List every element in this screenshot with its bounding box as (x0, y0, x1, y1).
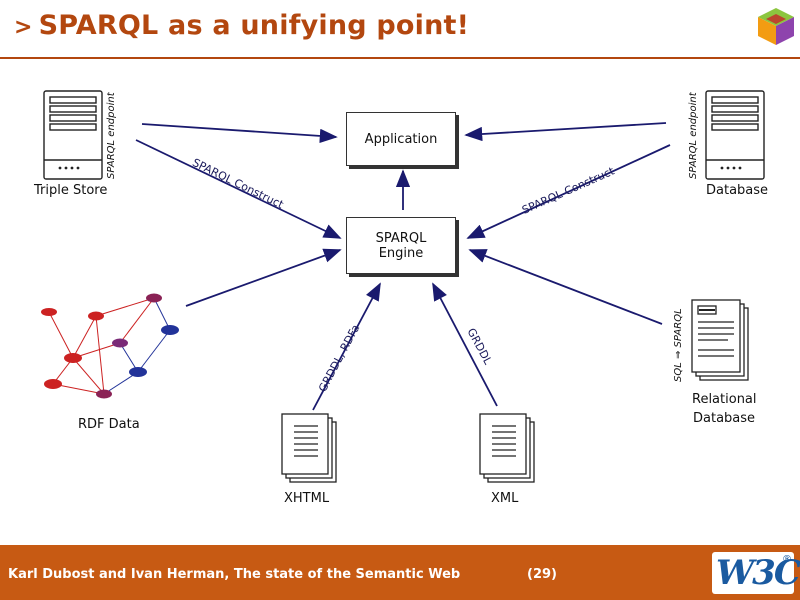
xml-document-icon (479, 413, 535, 483)
arrow-xhtml-engine (312, 282, 381, 411)
diagram: Application SPARQL Engine Triple Store D… (0, 60, 800, 545)
arrow-database-engine (466, 144, 671, 239)
sparql-engine-label-line2: Engine (378, 245, 424, 261)
xml-label: XML (491, 491, 519, 506)
triple-store-endpoint-tag: SPARQL endpoint (106, 92, 117, 179)
title-prefix: > (14, 15, 33, 40)
footer: Karl Dubost and Ivan Herman, The state o… (0, 545, 800, 600)
footer-credit: Karl Dubost and Ivan Herman, The state o… (8, 567, 461, 582)
w3c-cube-icon (758, 8, 794, 45)
title-bar: >SPARQL as a unifying point! (0, 0, 800, 58)
triple-store-server-icon (43, 90, 103, 180)
xhtml-document-icon (281, 413, 337, 483)
application-box: Application (346, 112, 456, 166)
application-label: Application (364, 131, 438, 147)
triple-store-label: Triple Store (34, 183, 108, 198)
rdf-graph-icon (41, 293, 179, 399)
arrow-triplestore-app (141, 123, 338, 144)
database-endpoint-tag: SPARQL endpoint (688, 92, 699, 179)
arrow-database-app (464, 122, 667, 142)
relational-database-label-line2: Database (693, 411, 756, 426)
w3c-registered-mark: ® (782, 554, 792, 565)
arrow-xml-engine (432, 282, 498, 407)
relational-sql-tag: SQL ⇒ SPARQL (673, 308, 684, 382)
database-server-icon (705, 90, 765, 180)
arrow-relational-engine (468, 249, 663, 325)
diagram-canvas (41, 90, 765, 483)
title-rule (0, 57, 800, 59)
sparql-engine-box: SPARQL Engine (346, 217, 456, 274)
footer-page-number: (29) (527, 567, 557, 582)
w3c-logo[interactable]: W3C ® (712, 552, 800, 594)
arrow-triplestore-engine (135, 139, 342, 239)
arrow-rdf-engine (185, 248, 342, 307)
w3c-logo-text: W3C (716, 553, 800, 593)
database-label: Database (706, 183, 769, 198)
slide-title-text: SPARQL as a unifying point! (38, 10, 470, 41)
relational-database-icon (691, 299, 749, 381)
relational-database-label-line1: Relational (692, 392, 757, 407)
xhtml-label: XHTML (284, 491, 330, 506)
rdf-data-label: RDF Data (78, 417, 140, 432)
slide-title: >SPARQL as a unifying point! (14, 10, 469, 41)
sparql-engine-label-line1: SPARQL (375, 230, 427, 246)
